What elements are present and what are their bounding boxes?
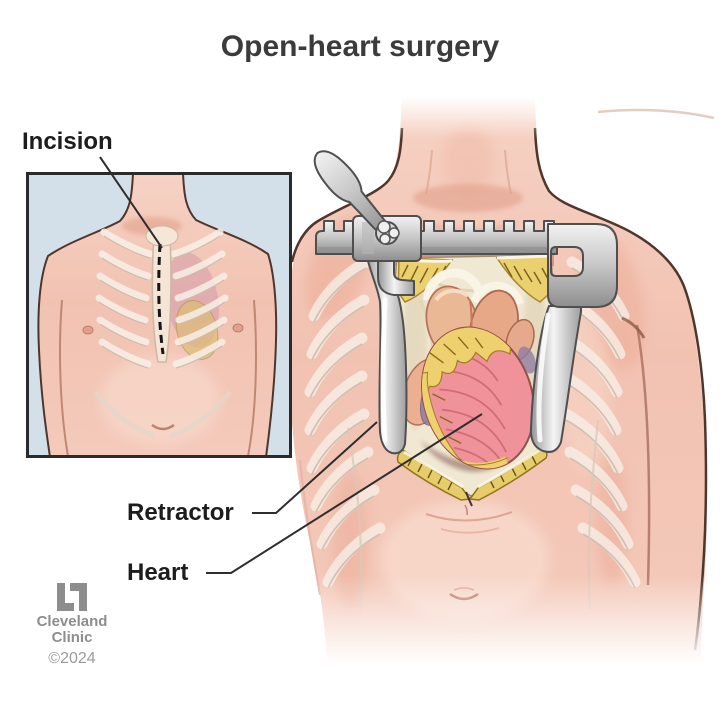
page-title: Open-heart surgery bbox=[220, 30, 500, 63]
incision-dashed-line bbox=[157, 243, 165, 355]
incision-leader-line bbox=[99, 156, 163, 249]
brand-name-line1: Cleveland bbox=[36, 613, 108, 630]
retractor-label: Retractor bbox=[127, 499, 234, 526]
brand-name-line2: Clinic bbox=[51, 629, 93, 646]
arm-torso-line bbox=[635, 324, 651, 586]
far-shoulder-line bbox=[597, 108, 715, 120]
heart-label: Heart bbox=[127, 559, 189, 586]
cleveland-clinic-logo-icon bbox=[57, 583, 87, 611]
incision-edge-fat bbox=[396, 446, 548, 507]
retractor-instrument bbox=[313, 150, 618, 455]
retractor-end-block bbox=[547, 223, 618, 308]
brand-block: Cleveland Clinic ©2024 bbox=[28, 583, 116, 668]
retractor-leader-line bbox=[252, 421, 378, 514]
copyright-text: ©2024 bbox=[48, 650, 96, 667]
incision-inset bbox=[26, 172, 292, 458]
heart-leader-line bbox=[206, 413, 483, 574]
incision-label: Incision bbox=[22, 128, 113, 155]
retractor-crank-handle bbox=[313, 150, 393, 238]
